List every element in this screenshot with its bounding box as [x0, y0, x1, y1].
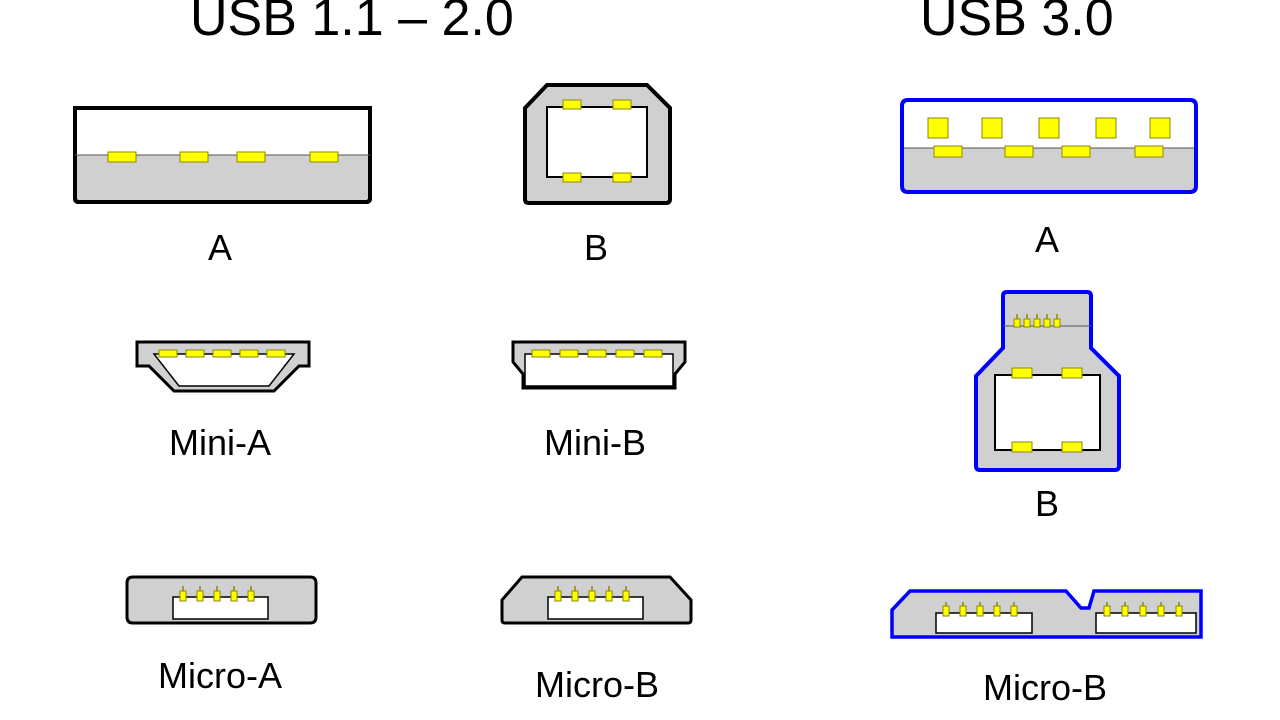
pin	[612, 172, 632, 183]
pin	[1061, 367, 1083, 379]
pin	[309, 151, 339, 163]
pin	[239, 349, 259, 358]
pin	[1053, 318, 1061, 328]
label-usb2-mini-a: Mini-A	[168, 422, 271, 463]
usb3-micro-b-diagram	[890, 589, 1203, 639]
pin	[559, 349, 579, 358]
pin	[1157, 605, 1165, 617]
pin	[587, 349, 607, 358]
label-usb2-a: A	[207, 227, 232, 268]
pin	[1023, 318, 1031, 328]
label-usb2-b: B	[583, 227, 608, 268]
pin	[605, 590, 613, 602]
pin	[230, 590, 238, 602]
pin	[1033, 318, 1041, 328]
pin	[247, 590, 255, 602]
pin	[1010, 605, 1018, 617]
usb2-mini-a-diagram	[135, 340, 311, 393]
usb2-micro-a-diagram	[125, 575, 318, 625]
pin	[158, 349, 178, 358]
pin	[185, 349, 205, 358]
pin	[1011, 441, 1033, 453]
usb2-type-a-diagram	[73, 106, 372, 204]
pin	[213, 590, 221, 602]
pin	[927, 117, 949, 139]
label-usb2-micro-b: Micro-B	[535, 664, 659, 705]
pin	[615, 349, 635, 358]
heading-usb3: USB 3.0	[920, 0, 1114, 47]
pin	[622, 590, 630, 602]
pin	[554, 590, 562, 602]
pin	[643, 349, 663, 358]
pin	[1011, 367, 1033, 379]
pin	[976, 605, 984, 617]
pin	[1095, 117, 1117, 139]
pin	[588, 590, 596, 602]
pin	[1139, 605, 1147, 617]
pin	[179, 151, 209, 163]
pin	[562, 172, 582, 183]
usb3-type-a-diagram	[900, 98, 1198, 194]
pin	[933, 145, 963, 158]
pin	[212, 349, 232, 358]
pin	[981, 117, 1003, 139]
pin	[1134, 145, 1164, 158]
pin	[1004, 145, 1034, 158]
pin	[107, 151, 137, 163]
pin	[993, 605, 1001, 617]
pin	[1061, 441, 1083, 453]
usb2-type-b-diagram	[523, 83, 672, 205]
label-usb2-micro-a: Micro-A	[158, 655, 282, 696]
pin	[1043, 318, 1051, 328]
usb2-micro-b-diagram	[500, 575, 693, 625]
pin	[1175, 605, 1183, 617]
pin	[1103, 605, 1111, 617]
pin	[612, 99, 632, 110]
pin	[942, 605, 950, 617]
pin	[179, 590, 187, 602]
pin	[236, 151, 266, 163]
label-usb3-micro-b: Micro-B	[983, 667, 1107, 708]
pin	[562, 99, 582, 110]
heading-usb2: USB 1.1 – 2.0	[190, 0, 514, 47]
label-usb3-a: A	[1034, 219, 1059, 260]
usb2-mini-b-diagram	[511, 340, 687, 390]
usb3-type-b-diagram	[974, 290, 1121, 472]
label-usb3-b: B	[1034, 483, 1059, 524]
pin	[1038, 117, 1060, 139]
pin	[196, 590, 204, 602]
pin	[571, 590, 579, 602]
pin	[531, 349, 551, 358]
pin	[959, 605, 967, 617]
pin	[1013, 318, 1021, 328]
pin	[1061, 145, 1091, 158]
pin	[1149, 117, 1171, 139]
pin	[1121, 605, 1129, 617]
label-usb2-mini-b: Mini-B	[543, 422, 646, 463]
pin	[266, 349, 286, 358]
